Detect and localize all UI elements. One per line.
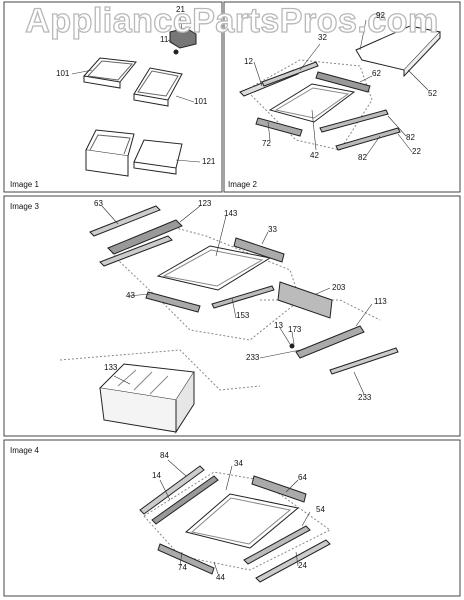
callout-233-right: 233 bbox=[358, 393, 372, 402]
callout-33: 33 bbox=[268, 225, 277, 234]
callout-101-left: 101 bbox=[56, 69, 70, 78]
panel-frame-4 bbox=[3, 439, 461, 597]
part-123-bracket bbox=[107, 219, 183, 255]
part-233-rail bbox=[329, 347, 399, 375]
callout-12: 12 bbox=[244, 57, 253, 66]
panel-frame-3 bbox=[3, 195, 461, 437]
panel-frame-2 bbox=[223, 1, 461, 193]
part-62-cap bbox=[315, 71, 371, 93]
callout-21: 21 bbox=[176, 5, 185, 14]
callout-42: 42 bbox=[310, 151, 319, 160]
shelf-101-right bbox=[133, 67, 183, 101]
callout-54: 54 bbox=[316, 505, 325, 514]
callout-143: 143 bbox=[224, 209, 238, 218]
panel-label-2: Image 2 bbox=[228, 180, 257, 189]
image-3-parts bbox=[59, 205, 399, 434]
part-74-trim bbox=[157, 543, 215, 575]
part-22-rail bbox=[319, 109, 389, 133]
part-63-rail bbox=[89, 205, 161, 237]
callout-24: 24 bbox=[298, 561, 307, 570]
part-64-cap bbox=[251, 475, 307, 503]
part-11-screw bbox=[173, 49, 179, 55]
callout-52: 52 bbox=[428, 89, 437, 98]
callout-34: 34 bbox=[234, 459, 243, 468]
callout-64: 64 bbox=[298, 473, 307, 482]
callout-63: 63 bbox=[94, 199, 103, 208]
panel-label-3: Image 3 bbox=[10, 202, 39, 211]
part-43-trim bbox=[145, 291, 201, 313]
callout-203: 203 bbox=[332, 283, 346, 292]
callout-74: 74 bbox=[178, 563, 187, 572]
callout-72: 72 bbox=[262, 139, 271, 148]
callout-113: 113 bbox=[374, 297, 387, 306]
part-24-rail bbox=[255, 539, 331, 583]
callout-32: 32 bbox=[318, 33, 327, 42]
callout-121: 121 bbox=[202, 157, 216, 166]
callout-22: 22 bbox=[412, 147, 421, 156]
callout-133: 133 bbox=[104, 363, 118, 372]
crisper-cover-121 bbox=[133, 139, 183, 169]
callout-11: 11 bbox=[160, 35, 169, 44]
callout-82-top: 82 bbox=[406, 133, 415, 142]
image-4-parts bbox=[139, 465, 331, 583]
part-72-trim bbox=[255, 117, 303, 137]
leader-lines bbox=[71, 15, 429, 575]
part-34-glass bbox=[184, 493, 300, 549]
callout-62: 62 bbox=[372, 69, 381, 78]
part-113-rail bbox=[295, 325, 365, 359]
part-14-rail bbox=[151, 475, 219, 525]
part-82-rail bbox=[335, 127, 401, 151]
callout-82-bottom: 82 bbox=[358, 153, 367, 162]
callout-44: 44 bbox=[216, 573, 225, 582]
part-21-light-cover bbox=[169, 27, 197, 49]
callout-153: 153 bbox=[236, 311, 250, 320]
panel-label-4: Image 4 bbox=[10, 446, 39, 455]
part-54-rail bbox=[243, 525, 311, 565]
part-203-cover bbox=[277, 281, 333, 319]
part-13-screw bbox=[289, 343, 295, 349]
callout-233-left: 233 bbox=[246, 353, 260, 362]
shelf-101-left bbox=[83, 57, 137, 83]
callout-14: 14 bbox=[152, 471, 161, 480]
callout-101-right: 101 bbox=[194, 97, 208, 106]
part-153-rail bbox=[211, 285, 275, 309]
callout-13: 13 bbox=[274, 321, 283, 330]
callout-92: 92 bbox=[376, 11, 385, 20]
image-2-parts bbox=[239, 25, 441, 151]
part-32-rail bbox=[261, 61, 319, 87]
panel-label-1: Image 1 bbox=[10, 180, 39, 189]
part-33-cap bbox=[233, 237, 285, 263]
image-1-parts bbox=[83, 27, 197, 177]
panel-frame-1 bbox=[3, 1, 223, 193]
callout-43: 43 bbox=[126, 291, 135, 300]
part-42-glass bbox=[268, 83, 356, 123]
part-84-rail bbox=[139, 465, 205, 515]
callout-173: 173 bbox=[288, 325, 302, 334]
callout-123: 123 bbox=[198, 199, 212, 208]
callout-84: 84 bbox=[160, 451, 169, 460]
